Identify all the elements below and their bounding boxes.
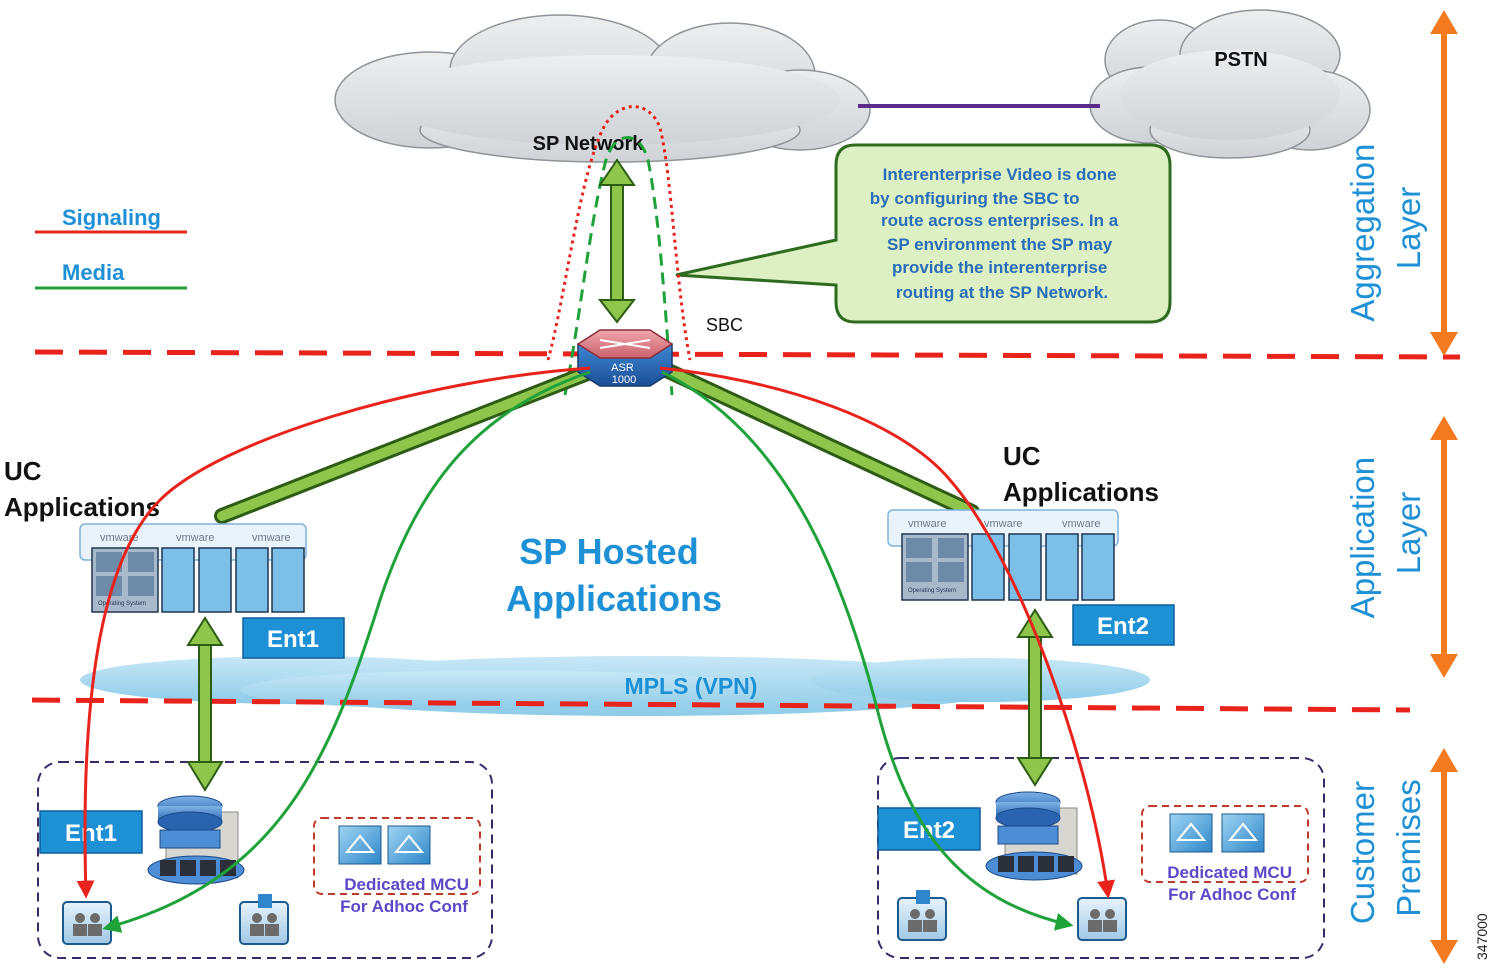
mcu-icon [1169, 813, 1265, 853]
svg-text:Interenterprise Video is done: Interenterprise Video is done by configu… [870, 165, 1123, 302]
sp-network-cloud [334, 14, 871, 163]
ent2-upper-badge: Ent2 [1072, 604, 1175, 646]
signaling-loop-sbc [546, 105, 692, 361]
ent1-endpoint-secondary [239, 894, 289, 945]
ent2-lower-label: Ent2 [903, 817, 955, 844]
ent1-upper-badge: Ent1 [242, 617, 345, 659]
callout-line-6: routing at the SP Network. [896, 283, 1108, 302]
signaling-path-ent1 [76, 366, 591, 899]
mpls-cloud: MPLS (VPN) [80, 656, 1150, 716]
ent2-endpoint-primary [1077, 897, 1127, 941]
uc-apps-left-label: UC Applications [4, 456, 160, 522]
ent2-upper-label: Ent2 [1097, 613, 1149, 640]
ent1-premises-arrow [186, 616, 224, 792]
layer-markers: Aggregation Layer Application Layer Cust… [1344, 10, 1458, 964]
svg-text:vmware: vmware [100, 532, 139, 544]
callout-line-5: provide the interenterprise [892, 258, 1107, 277]
pipe-right [654, 360, 980, 520]
application-layer-arrow [1430, 416, 1458, 678]
customer-premises-label: Customer Premises [1344, 772, 1427, 924]
pipe-left [214, 364, 598, 524]
svg-text:Operating System: Operating System [98, 601, 146, 607]
callout-line-4: SP environment the SP may [887, 235, 1113, 254]
ent1-router-switch-icon [147, 795, 245, 885]
svg-text:vmware: vmware [252, 532, 291, 544]
aggregation-layer-arrow [1430, 10, 1458, 356]
figure-id: 347000 [1474, 913, 1490, 960]
media-path-ent2 [661, 370, 1074, 931]
aggregation-boundary [34, 349, 1461, 360]
svg-text:vmware: vmware [176, 532, 215, 544]
ent1-lower-badge: Ent1 [39, 810, 143, 854]
signaling-path-ent2 [659, 366, 1116, 899]
sbc-label: SBC [706, 315, 743, 335]
legend: Signaling Media [35, 205, 187, 290]
ent1-endpoint-primary [62, 901, 112, 945]
sp-network-label: SP Network [533, 133, 645, 155]
ent1-lower-label: Ent1 [65, 820, 117, 847]
pstn-cloud: PSTN [1089, 9, 1371, 159]
svg-text:vmware: vmware [1062, 518, 1101, 530]
sbc-callout: Interenterprise Video is done by configu… [675, 143, 1172, 324]
application-layer-label: Application Layer [1344, 448, 1427, 619]
ent2-premises-box [877, 757, 1325, 959]
ent2-endpoint-secondary [897, 890, 947, 941]
svg-text:vmware: vmware [908, 518, 947, 530]
ent1-mcu: Dedicated MCU For Adhoc Conf [313, 817, 481, 916]
sbc-network-arrow [597, 158, 637, 324]
uc-apps-right-label: UC Applications [1003, 441, 1159, 507]
vmware-server-right: vmware vmware vmware Operating System [887, 509, 1119, 601]
ent2-premises-arrow [1016, 608, 1054, 787]
media-path-ent1 [102, 370, 591, 933]
sp-hosted-apps-label: SP Hosted Applications [506, 531, 722, 619]
sbc-router-icon: ASR 1000 [576, 329, 674, 387]
svg-text:Operating System: Operating System [908, 588, 956, 594]
pstn-label: PSTN [1214, 49, 1267, 71]
mpls-label: MPLS (VPN) [625, 673, 758, 699]
ent2-lower-badge: Ent2 [877, 807, 981, 851]
callout-line-1: Interenterprise Video is done [883, 165, 1117, 184]
svg-text:vmware: vmware [984, 518, 1023, 530]
mcu-icon [338, 825, 431, 865]
ent2-router-switch-icon [985, 791, 1083, 881]
ent1-upper-label: Ent1 [267, 626, 319, 653]
mcu-right-label: Dedicated MCU For Adhoc Conf [1167, 863, 1296, 904]
application-boundary [31, 697, 1411, 713]
aggregation-layer-label: Aggregation Layer [1344, 134, 1427, 321]
ent2-mcu: Dedicated MCU For Adhoc Conf [1141, 805, 1309, 904]
customer-premises-arrow [1430, 748, 1458, 964]
mcu-left-label: Dedicated MCU For Adhoc Conf [340, 875, 474, 916]
callout-line-2: by configuring the SBC to [870, 189, 1080, 208]
router-model-label: ASR 1000 [611, 362, 637, 386]
vmware-server-left: vmware vmware vmware Operating System [79, 523, 307, 613]
legend-media-label: Media [62, 260, 125, 285]
legend-signaling-label: Signaling [62, 205, 161, 230]
callout-line-3: route across enterprises. In a [881, 211, 1119, 230]
media-loop-sbc [563, 136, 674, 396]
